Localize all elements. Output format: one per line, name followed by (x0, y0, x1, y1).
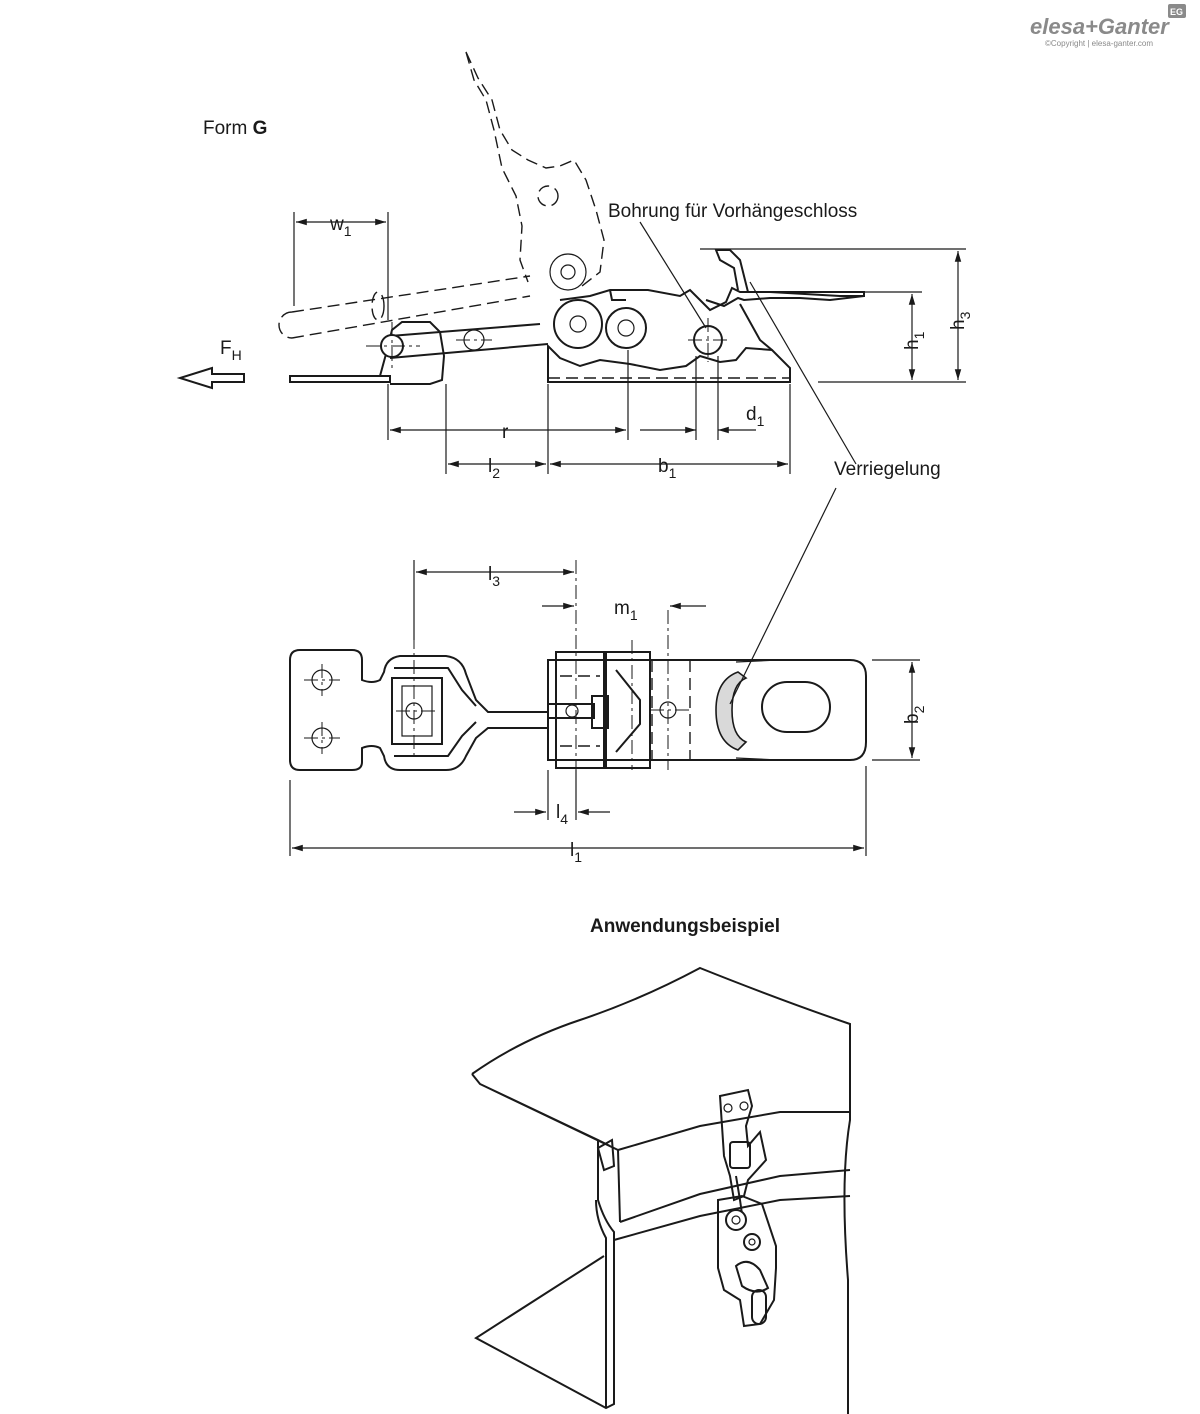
dim-w1: w1 (329, 214, 352, 239)
hook-loop-inner (391, 677, 443, 745)
callout-padlock-hole: Bohrung für Vorhängeschloss (608, 201, 857, 222)
application-title: Anwendungsbeispiel (590, 916, 780, 937)
application-illustration (471, 966, 851, 1414)
open-lever-hole (537, 185, 559, 207)
dim-r: r (502, 422, 509, 443)
hook-rod (389, 323, 549, 359)
latch-wedge (615, 669, 641, 753)
open-lever-outline (465, 51, 605, 287)
latch-base (547, 343, 791, 383)
lock-spring (705, 295, 865, 308)
pivot-medium (605, 307, 647, 349)
dim-l2: l2 (488, 456, 500, 481)
dim-h3: h3 (948, 311, 973, 330)
dim-l4: l4 (556, 802, 568, 827)
dim-b1: b1 (658, 456, 677, 481)
padlock-leader (639, 221, 707, 329)
svg-text:elesa+Ganter: elesa+Ganter (1030, 14, 1170, 39)
brand-logo: elesa+Ganter EG ©Copyright | elesa-gante… (1030, 4, 1186, 48)
dim-l1: l1 (570, 840, 582, 865)
latch-body-top (547, 659, 867, 761)
open-hook-outline (278, 275, 531, 339)
side-view (176, 51, 966, 474)
lock-leader (749, 281, 857, 465)
dim-FH: FH (220, 338, 242, 363)
dim-l3: l3 (488, 564, 500, 589)
brand-name: elesa+Ganter (1030, 14, 1170, 39)
dim-m1: m1 (614, 598, 638, 623)
force-arrow-icon (176, 366, 245, 390)
latch-lever (559, 249, 865, 312)
latch-illustration (718, 1088, 768, 1202)
dim-d1: d1 (746, 404, 765, 429)
brand-badge: EG (1170, 7, 1183, 17)
box-body (474, 1140, 615, 1410)
brand-badge-icon (1168, 4, 1186, 18)
pivot-large (553, 299, 603, 349)
top-view (289, 487, 920, 856)
hook-base-plate (289, 375, 391, 383)
mounting-plate (289, 649, 549, 771)
dim-h1: h1 (902, 331, 927, 350)
box-lid (471, 966, 851, 1414)
callout-lock: Verriegelung (834, 459, 941, 480)
padlock-slot (761, 681, 831, 733)
lock-lever-shaded (715, 671, 748, 751)
open-lever-pivot (549, 253, 587, 291)
dim-b2: b2 (902, 705, 927, 724)
form-label: Form G (203, 118, 267, 139)
brand-copyright: ©Copyright | elesa-ganter.com (1045, 39, 1153, 48)
